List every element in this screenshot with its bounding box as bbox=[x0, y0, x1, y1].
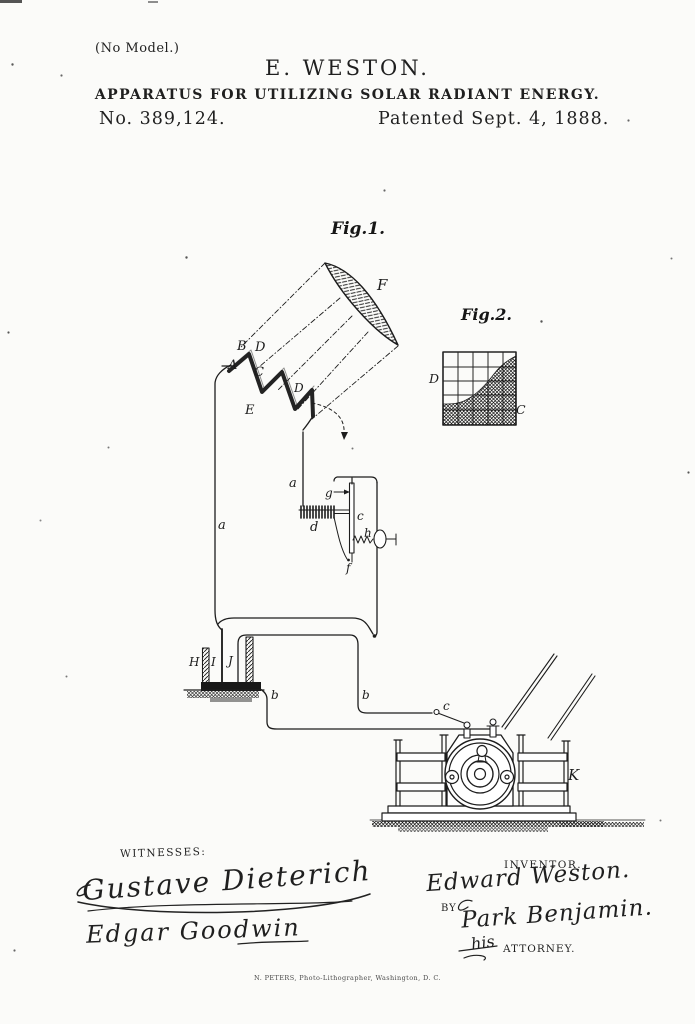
dynamo bbox=[370, 654, 645, 832]
fig1-label-A: A bbox=[227, 358, 237, 373]
fig1-label-c: c bbox=[357, 509, 364, 523]
fig1-label-f: f bbox=[345, 561, 353, 575]
fig1-labels: F B D A C D E a a g c d h f H I J b b c … bbox=[188, 276, 580, 784]
fig1-label-I: I bbox=[210, 655, 216, 669]
witnesses-heading: WITNESSES: bbox=[120, 846, 207, 860]
fig1-label-c-switch: c bbox=[443, 699, 450, 713]
fig1-label-D-mid: D bbox=[293, 381, 304, 395]
fig1-label-a-left: a bbox=[218, 518, 226, 533]
fig1-caption: Fig.1. bbox=[330, 219, 385, 239]
fig2-shaded-region bbox=[443, 356, 516, 425]
fig1-drawing bbox=[184, 263, 645, 832]
fig1-label-J: J bbox=[225, 654, 234, 668]
coil bbox=[301, 506, 334, 518]
his-label: his bbox=[470, 931, 496, 953]
regulator bbox=[299, 432, 396, 562]
fig1-label-D-top: D bbox=[254, 340, 266, 355]
fig1-label-E: E bbox=[244, 403, 255, 418]
fig1-label-g: g bbox=[325, 486, 333, 500]
attorney-label: ATTORNEY. bbox=[503, 943, 576, 955]
fig1-label-F: F bbox=[376, 276, 388, 294]
fig1-label-b-right: b bbox=[362, 688, 370, 702]
fig1-label-h: h bbox=[364, 526, 372, 540]
fig2-label-C: C bbox=[516, 402, 526, 417]
fig1-label-H: H bbox=[188, 655, 200, 669]
fig1-label-B: B bbox=[236, 339, 247, 354]
fig1-label-d: d bbox=[310, 520, 318, 535]
fig2-drawing bbox=[443, 352, 516, 425]
fig1-label-K: K bbox=[567, 766, 580, 784]
fig1-label-C: C bbox=[254, 365, 264, 380]
lithographer-imprint: N. PETERS, Photo-Lithographer, Washingto… bbox=[0, 974, 695, 982]
fig1-label-b-left: b bbox=[271, 688, 279, 702]
by-label: BY bbox=[441, 903, 457, 914]
fig1-label-a-mid: a bbox=[289, 476, 297, 491]
fig2-caption: Fig.2. bbox=[460, 305, 512, 324]
fig2-label-D: D bbox=[428, 371, 439, 386]
thermopile bbox=[222, 350, 348, 440]
